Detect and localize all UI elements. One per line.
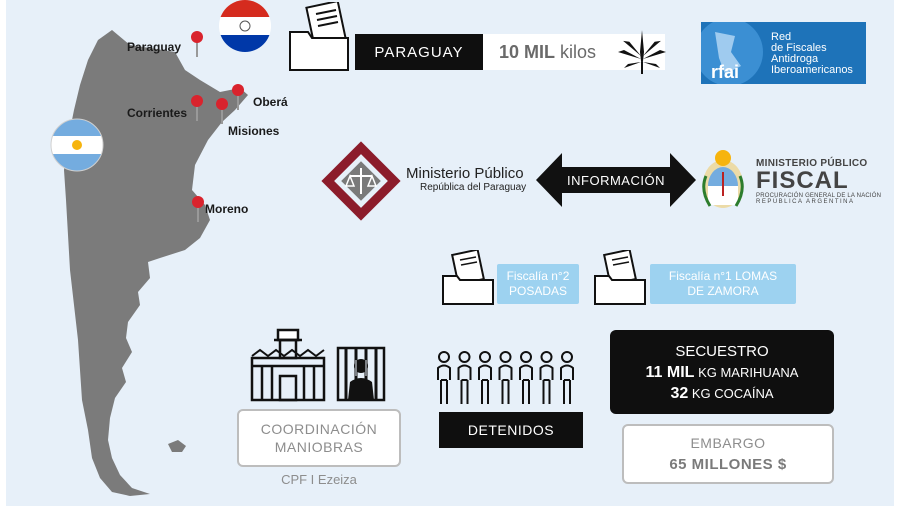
seizure-item2-desc: KG COCAÍNA bbox=[691, 385, 774, 401]
amount-unit: kilos bbox=[560, 41, 597, 62]
paraguay-ministry-logo bbox=[321, 141, 401, 221]
prison-building-icon bbox=[250, 328, 326, 402]
paraguay-ministry-sub: República del Paraguay bbox=[420, 182, 527, 193]
facility-label: CPF I Ezeiza bbox=[281, 472, 357, 487]
coordination-line1: COORDINACIÓN bbox=[260, 421, 378, 437]
map-pin-obera bbox=[232, 84, 244, 110]
paraguay-ministry-name: Ministerio Público bbox=[406, 165, 524, 182]
person-icon bbox=[560, 351, 574, 404]
rfai-line4: Iberoamericanos bbox=[771, 64, 853, 76]
amount-value: 10 MIL bbox=[499, 41, 556, 62]
argentina-ministry-line2: REPÚBLICA ARGENTINA bbox=[756, 199, 855, 205]
seizure-title: SECUESTRO bbox=[675, 342, 769, 360]
map-pin-corrientes bbox=[191, 95, 203, 121]
embargo-title: EMBARGO bbox=[690, 435, 766, 451]
arrow-label: INFORMACIÓN bbox=[567, 173, 665, 188]
map-label-corrientes: Corrientes bbox=[127, 106, 188, 120]
person-icon bbox=[478, 351, 492, 404]
coordination-line2: MANIOBRAS bbox=[274, 439, 364, 455]
fiscalia-posadas-line2: POSADAS bbox=[508, 284, 568, 298]
coordination-box: COORDINACIÓN MANIOBRAS bbox=[237, 409, 401, 467]
detainees-label: DETENIDOS bbox=[467, 422, 555, 438]
person-icon bbox=[539, 351, 554, 404]
argentina-flag-icon bbox=[50, 118, 104, 172]
detainees-people-icons bbox=[437, 351, 574, 404]
seizure-box: SECUESTRO 11 MIL KG MARIHUANA 32 KG COCA… bbox=[610, 330, 834, 414]
map-pin-misiones bbox=[216, 98, 228, 124]
map-label-misiones: Misiones bbox=[228, 124, 280, 138]
prisoner-behind-bars-icon bbox=[336, 346, 386, 402]
double-arrow-icon bbox=[536, 153, 696, 207]
paraguay-ministry-text: Ministerio Público República del Paragua… bbox=[406, 165, 526, 193]
person-icon bbox=[498, 351, 513, 404]
embargo-box: EMBARGO 65 MILLONES $ bbox=[622, 424, 834, 484]
seizure-item1-desc: KG MARIHUANA bbox=[698, 364, 799, 380]
country-label: PARAGUAY bbox=[374, 43, 464, 61]
argentina-coat-of-arms-icon bbox=[702, 150, 744, 208]
map-pin-moreno bbox=[192, 196, 204, 222]
argentina-ministry-line1: PROCURACIÓN GENERAL DE LA NACIÓN bbox=[756, 193, 882, 199]
seizure-item1-qty: 11 MIL bbox=[645, 363, 695, 381]
rfai-abbr: rfai bbox=[711, 62, 740, 82]
globe-icon bbox=[701, 22, 763, 84]
map-pin-paraguay bbox=[191, 31, 203, 57]
argentina-ministry-top: MINISTERIO PÚBLICO bbox=[756, 158, 868, 169]
map-label-moreno: Moreno bbox=[205, 202, 249, 216]
detainees-box: DETENIDOS bbox=[439, 412, 583, 448]
cannabis-leaf-icon bbox=[618, 30, 666, 74]
person-icon bbox=[519, 351, 533, 404]
embargo-amount: 65 MILLONES $ bbox=[669, 456, 787, 473]
paraguay-flag-icon bbox=[219, 0, 271, 52]
country-banner: PARAGUAY bbox=[355, 34, 483, 70]
fiscalia-lomas-line1: Fiscalía n°1 LOMAS bbox=[668, 269, 778, 283]
person-icon bbox=[437, 351, 451, 404]
person-icon bbox=[457, 351, 472, 404]
fiscalia-posadas-line1: Fiscalía n°2 bbox=[506, 269, 570, 283]
rfai-logo: rfai Red de Fiscales Antidroga Iberoamer… bbox=[701, 22, 866, 84]
document-folder-icon bbox=[442, 250, 494, 305]
malvinas-islands bbox=[168, 440, 186, 452]
map-label-obera: Oberá bbox=[253, 95, 288, 109]
map-label-paraguay: Paraguay bbox=[127, 40, 182, 54]
fiscalia-lomas-de-zamora: Fiscalía n°1 LOMAS DE ZAMORA bbox=[650, 264, 796, 304]
argentina-ministry-main: FISCAL bbox=[756, 167, 849, 194]
fiscalia-posadas: Fiscalía n°2 POSADAS bbox=[497, 264, 579, 304]
rfai-line3: Antidroga bbox=[771, 53, 819, 65]
argentina-shape bbox=[64, 30, 248, 496]
document-folder-icon bbox=[289, 2, 349, 71]
rfai-line1: Red bbox=[771, 31, 792, 43]
rfai-line2: de Fiscales bbox=[771, 42, 827, 54]
seizure-item2-qty: 32 bbox=[670, 384, 689, 402]
argentina-ministry-text: MINISTERIO PÚBLICO FISCAL PROCURACIÓN GE… bbox=[756, 158, 881, 205]
document-folder-icon bbox=[594, 250, 646, 305]
fiscalia-lomas-line2: DE ZAMORA bbox=[687, 284, 759, 298]
